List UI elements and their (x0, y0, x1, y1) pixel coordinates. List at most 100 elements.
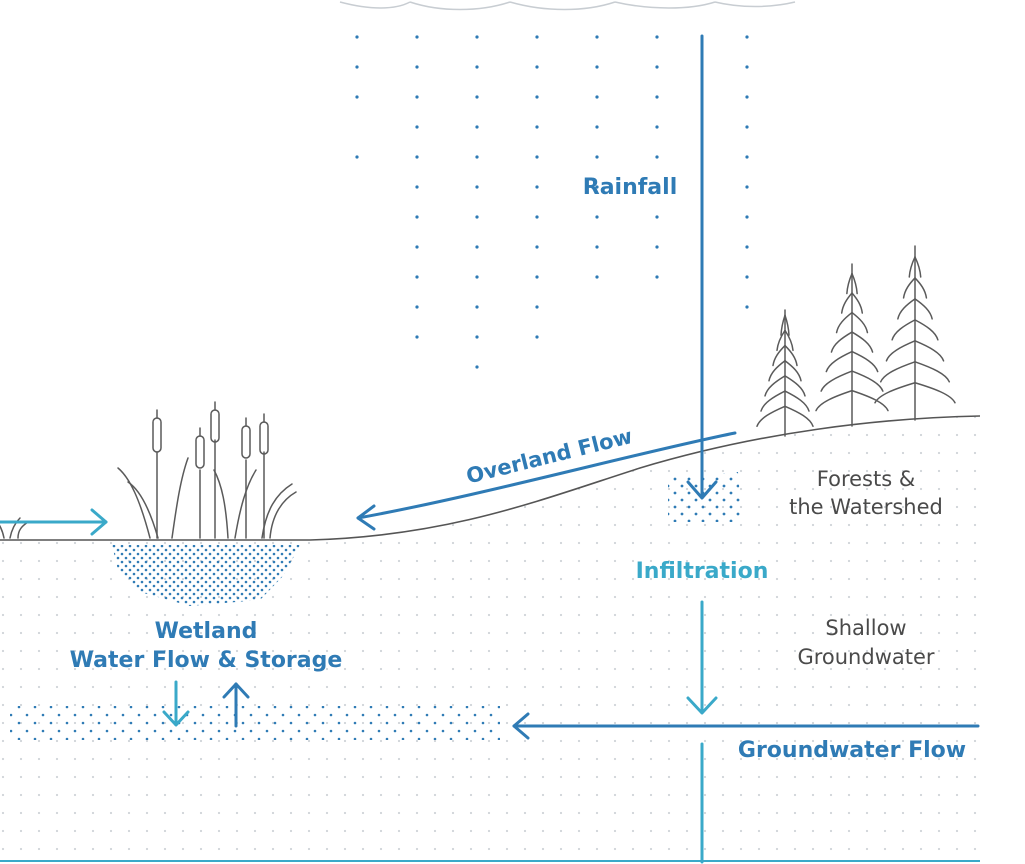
tree-branch (914, 256, 922, 278)
tree-branch (835, 311, 853, 334)
tree-branch (784, 405, 814, 428)
wetland-label-line1: Wetland (155, 619, 258, 644)
rain-drop (475, 245, 479, 249)
tree-branch (784, 375, 806, 397)
rain-drop (415, 125, 419, 129)
shallow-groundwater-label-line1: Shallow (825, 616, 906, 640)
rain-drop (475, 65, 479, 69)
wetland-label-line2: Water Flow & Storage (70, 648, 343, 673)
rain-drop (535, 335, 539, 339)
rain-drop (745, 65, 749, 69)
pine-trees-icon (756, 245, 956, 437)
rain-drop (475, 125, 479, 129)
forests-watershed-label-line2: the Watershed (789, 495, 943, 519)
rain-drop (595, 155, 599, 159)
rain-drop (415, 335, 419, 339)
rain-drop (475, 365, 479, 369)
rain-drop (655, 185, 659, 189)
rain-drop (595, 35, 599, 39)
rain-drop (595, 215, 599, 219)
tree-branch (874, 381, 916, 404)
tree-branch (840, 292, 853, 314)
rain-drop (535, 215, 539, 219)
tree-branch (780, 314, 786, 336)
rain-drop (595, 245, 599, 249)
tree-branch (851, 292, 864, 314)
tree-branch (908, 256, 916, 278)
tree-branch (897, 298, 916, 320)
inflow-arrow (0, 508, 108, 536)
overland-flow-arrow (356, 431, 737, 531)
rain-drop (595, 275, 599, 279)
rain-drop (655, 35, 659, 39)
rain-drop (655, 125, 659, 129)
tree-branch (825, 350, 853, 373)
tree-branch (768, 359, 786, 382)
tree-branch (784, 314, 790, 336)
rain-drop (745, 185, 749, 189)
rain-drop (475, 335, 479, 339)
rain-drop (475, 95, 479, 99)
rain-drop (475, 215, 479, 219)
tree-branch (914, 361, 951, 383)
rain-drop (595, 125, 599, 129)
rain-drop (745, 95, 749, 99)
rain-drop (535, 35, 539, 39)
rain-drop (475, 275, 479, 279)
tree-branch (784, 329, 794, 352)
infiltration-label: Infiltration (636, 559, 769, 584)
tree-branch (784, 390, 810, 412)
rain-drop (655, 245, 659, 249)
tree-branch (914, 277, 928, 299)
tree-branch (784, 344, 798, 367)
rain-drop (535, 65, 539, 69)
rainfall-arrow (686, 34, 718, 500)
tree-branch (851, 331, 874, 353)
rain-drop (415, 35, 419, 39)
rain-drop (745, 245, 749, 249)
tree-branch (756, 405, 786, 428)
tree-branch (902, 277, 916, 299)
rain-drop (655, 275, 659, 279)
rain-drops (355, 35, 749, 369)
rain-drop (595, 65, 599, 69)
rain-drop (535, 245, 539, 249)
rain-drop (355, 95, 359, 99)
wetland-exchange-arrows (162, 680, 250, 728)
rain-drop (655, 65, 659, 69)
cloud-icon (339, 1, 796, 11)
tree-branch (846, 272, 853, 295)
rain-drop (415, 155, 419, 159)
rain-drop (415, 245, 419, 249)
rain-drop (535, 155, 539, 159)
rain-drop (535, 275, 539, 279)
tree-branch (815, 389, 853, 412)
forests-watershed-label-line1: Forests & (817, 467, 915, 491)
groundwater-dots (10, 706, 500, 740)
tree-branch (891, 319, 916, 341)
tree-branch (820, 370, 853, 392)
tree-branch (885, 340, 916, 362)
rain-drop (745, 155, 749, 159)
rain-drop (415, 305, 419, 309)
tree-branch (764, 375, 786, 397)
rain-drop (415, 275, 419, 279)
soil-region (0, 416, 980, 864)
shallow-groundwater-label-line2: Groundwater (797, 645, 934, 669)
infiltration-dots (668, 472, 742, 522)
rain-drop (475, 35, 479, 39)
tree-branch (851, 272, 858, 295)
rain-drop (595, 95, 599, 99)
rain-drop (655, 155, 659, 159)
rain-drop (655, 215, 659, 219)
rain-drop (535, 185, 539, 189)
tree-branch (914, 298, 933, 320)
ground-line (0, 415, 981, 541)
rain-drop (535, 305, 539, 309)
rain-drop (355, 155, 359, 159)
tree-branch (776, 329, 786, 352)
rain-drop (745, 35, 749, 39)
rain-drop (355, 35, 359, 39)
tree-branch (914, 340, 945, 362)
rain-drop (745, 125, 749, 129)
